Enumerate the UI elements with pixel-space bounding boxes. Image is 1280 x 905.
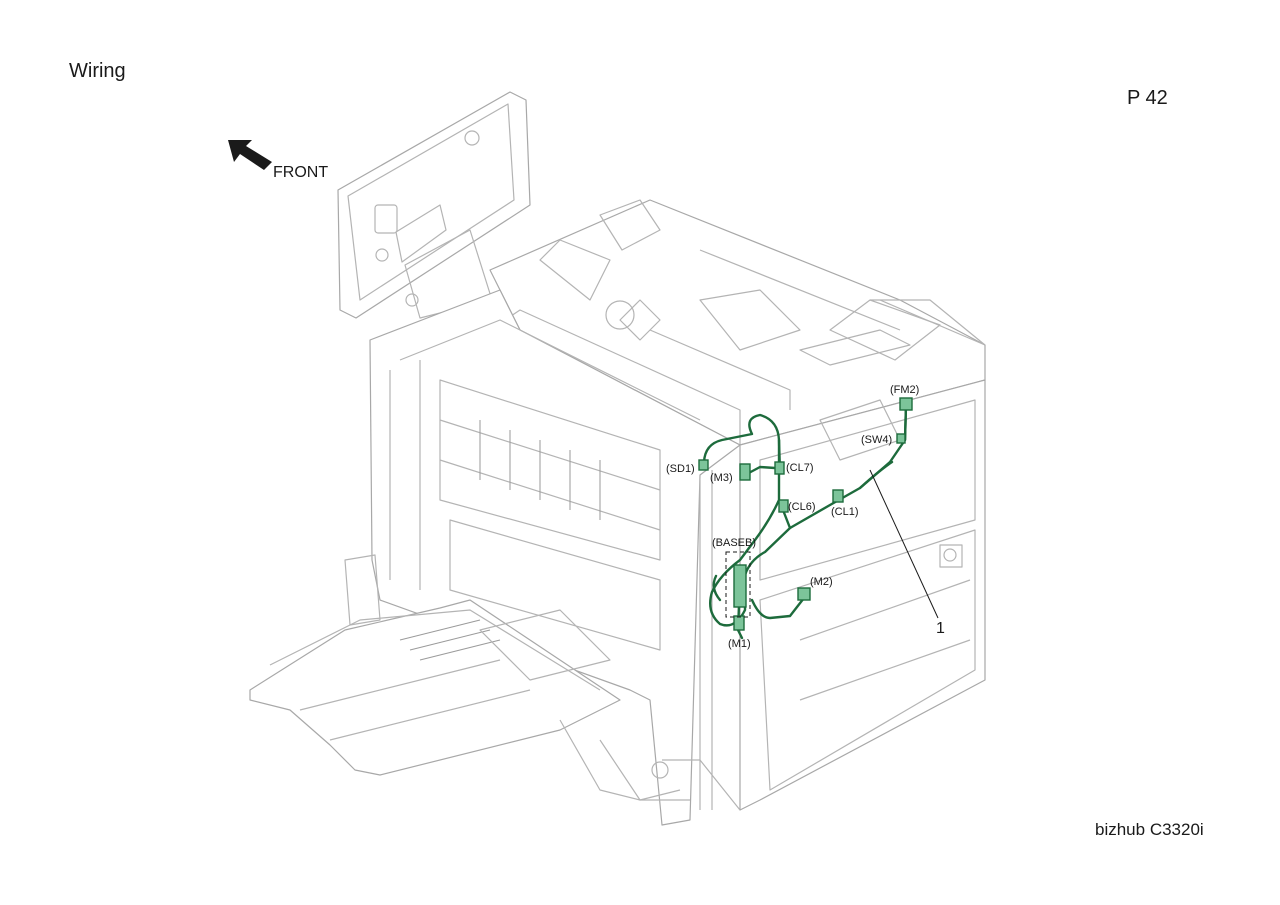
wiring-harness [698, 397, 913, 640]
front-label: FRONT [273, 164, 329, 181]
page-number: P 42 [1127, 87, 1168, 109]
machine-outline [249, 91, 986, 826]
part-number-1: 1 [936, 620, 945, 637]
callout-cl1: (CL1) [831, 506, 859, 518]
callout-sd1: (SD1) [666, 463, 695, 475]
callout-fm2: (FM2) [890, 384, 919, 396]
baseb-board-outline [725, 551, 751, 618]
front-arrow-icon [228, 140, 272, 170]
callout-m3: (M3) [710, 472, 733, 484]
callout-cl7: (CL7) [786, 462, 814, 474]
callout-m2: (M2) [810, 576, 833, 588]
callout-baseb: (BASEB) [712, 537, 756, 549]
callout-cl6: (CL6) [788, 501, 816, 513]
model-name: bizhub C3320i [1095, 820, 1204, 839]
callout-sw4: (SW4) [861, 434, 892, 446]
leader-line-part-1 [869, 469, 939, 619]
callout-m1: (M1) [728, 638, 751, 650]
page-title: Wiring [69, 60, 126, 82]
